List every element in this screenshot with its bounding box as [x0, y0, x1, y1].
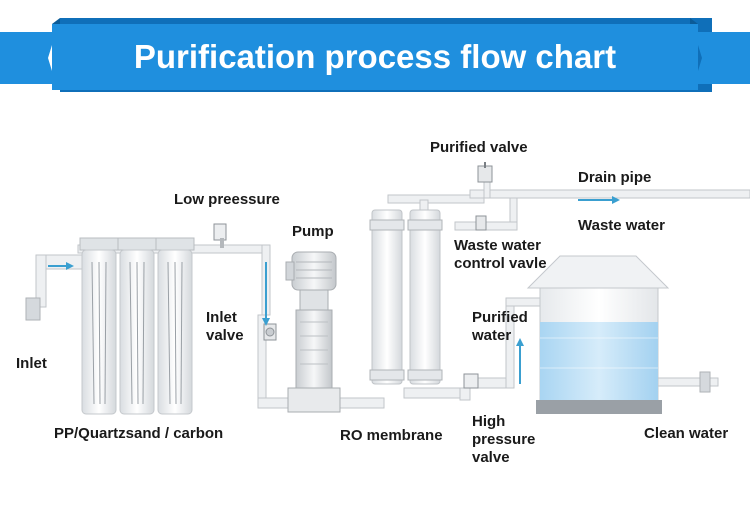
high-pressure-switch [463, 373, 479, 389]
label-high-pressure-valve-line-1: High [472, 413, 505, 430]
tank-water [540, 322, 658, 400]
ro-membranes [369, 209, 443, 385]
filter-housing-3 [155, 237, 195, 415]
label-inlet: Inlet [16, 355, 47, 372]
page-title: Purification process flow chart [134, 38, 616, 75]
flow-arrows [48, 196, 620, 384]
waste-water-control-valve [475, 215, 487, 231]
inlet-valve [263, 323, 277, 341]
filter-housing-2 [117, 237, 157, 415]
filter-housing-1 [79, 237, 119, 415]
waste-water-arrow [578, 196, 620, 204]
ro-membrane-2 [407, 209, 443, 385]
low-pressure-switch [213, 223, 227, 248]
label-low-pressure: Low preessure [174, 191, 280, 208]
purified-valve [477, 162, 493, 183]
label-waste-water: Waste water [578, 217, 665, 234]
labels: Purified valve Drain pipe Low preessure … [16, 139, 728, 466]
inlet-flow-arrow [48, 262, 74, 270]
title-banner: Purification process flow chart [0, 18, 750, 92]
label-high-pressure-valve-line-2: pressure [472, 431, 535, 448]
label-waste-water-control-valve-line-1: Waste water [454, 237, 541, 254]
clean-water-tank [526, 255, 711, 414]
label-drain-pipe: Drain pipe [578, 169, 651, 186]
label-filters: PP/Quartzsand / carbon [54, 425, 223, 442]
ro-membrane-1 [369, 209, 405, 385]
label-high-pressure-valve-line-3: valve [472, 449, 510, 466]
pump [285, 251, 341, 413]
label-purified-water-line-2: water [471, 327, 511, 344]
label-ro-membrane: RO membrane [340, 427, 443, 444]
inlet-fitting [25, 297, 41, 321]
label-inlet-valve-line-2: valve [206, 327, 244, 344]
filter-housings [79, 237, 195, 415]
label-pump: Pump [292, 223, 334, 240]
pump-feed-arrow [262, 262, 270, 326]
purified-water-arrow [516, 338, 524, 384]
label-clean-water: Clean water [644, 425, 728, 442]
label-waste-water-control-valve-line-2: control vavle [454, 255, 547, 272]
label-purified-valve: Purified valve [430, 139, 528, 156]
label-purified-water-line-1: Purified [472, 309, 528, 326]
label-inlet-valve-line-1: Inlet [206, 309, 237, 326]
